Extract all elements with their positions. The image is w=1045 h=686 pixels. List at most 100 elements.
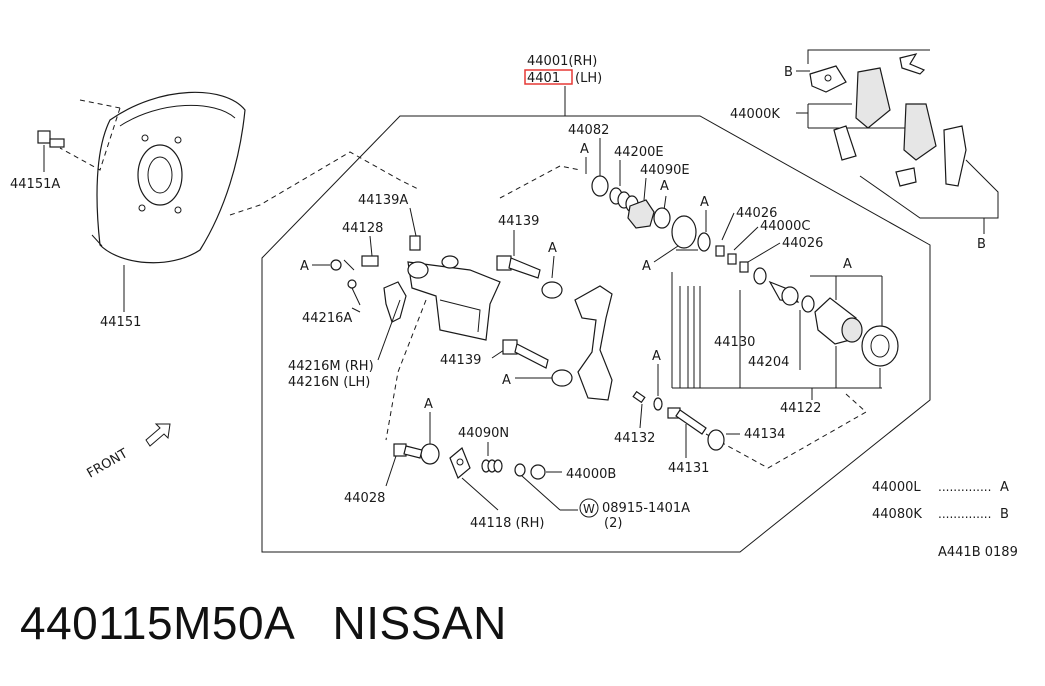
piston-44122 <box>814 297 863 345</box>
bracket-44122 <box>671 249 882 400</box>
washer-44026a <box>715 245 725 257</box>
marker-a-28: A <box>424 397 433 412</box>
marker-a-seal: A <box>642 259 651 274</box>
label-44216N: 44216N (LH) <box>288 375 370 390</box>
adjuster-44130 <box>768 280 800 306</box>
ring-132 <box>653 397 663 411</box>
label-44132: 44132 <box>614 431 655 446</box>
label-44090E: 44090E <box>640 163 690 178</box>
label-44200E: 44200E <box>614 145 664 160</box>
nut-44090E <box>627 199 655 229</box>
marker-b-bottom: B <box>977 237 986 252</box>
legend-dots-1: .............. <box>938 507 991 521</box>
ring-44082 <box>591 175 609 197</box>
label-44151: 44151 <box>100 315 141 330</box>
label-44216A: 44216A <box>302 311 352 326</box>
plate-dash-2 <box>229 151 421 216</box>
label-front: FRONT <box>85 446 131 481</box>
legend-code-0: 44000L <box>872 480 921 495</box>
boot-44122 <box>861 325 899 367</box>
label-44026-b: 44026 <box>782 236 823 251</box>
ring-90e <box>653 207 671 229</box>
legend-code-1: 44080K <box>872 507 922 522</box>
spring-44090N <box>481 459 503 473</box>
washer-44000C <box>727 253 737 265</box>
label-08915-qty: (2) <box>604 516 622 531</box>
label-44134: 44134 <box>744 427 785 442</box>
label-44204: 44204 <box>748 355 789 370</box>
label-44000C: 44000C <box>760 219 810 234</box>
label-44130: 44130 <box>714 335 755 350</box>
assembly-outline <box>261 115 931 553</box>
part-a-left <box>330 259 342 271</box>
bolt-44151A <box>37 130 65 148</box>
ring-26a <box>697 232 711 252</box>
pin-44132 <box>632 390 646 404</box>
marker-a-82: A <box>580 142 589 157</box>
seal-ring <box>671 215 697 249</box>
label-44216M: 44216M (RH) <box>288 359 374 374</box>
nut-44000B <box>530 464 546 480</box>
label-lh-suffix: (LH) <box>575 71 602 86</box>
marker-a-132: A <box>652 349 661 364</box>
legend-dots-0: .............. <box>938 480 991 494</box>
figure-id: A441B 0189 <box>938 545 1018 560</box>
cap-44128 <box>361 255 379 267</box>
spring-44200E <box>609 187 639 213</box>
w-marker-circle <box>579 498 599 518</box>
boot-44028 <box>420 443 440 465</box>
marker-a-left: A <box>300 259 309 274</box>
marker-a-26: A <box>700 195 709 210</box>
label-44028: 44028 <box>344 491 385 506</box>
boot-bot <box>551 369 573 387</box>
label-44090N: 44090N <box>458 426 509 441</box>
clip-pad <box>895 167 917 187</box>
label-44026-a: 44026 <box>736 206 777 221</box>
label-44139A: 44139A <box>358 193 408 208</box>
marker-a-pin-bot: A <box>502 373 511 388</box>
label-08915: 08915-1401A <box>602 501 690 516</box>
marker-a-pin-top: A <box>548 241 557 256</box>
label-44118: 44118 (RH) <box>470 516 544 531</box>
clip-44216 <box>383 281 407 323</box>
shim-right <box>943 125 967 187</box>
bleeder-44139A <box>409 235 421 251</box>
washer-44134 <box>707 429 725 451</box>
washer-44026b <box>739 261 749 273</box>
label-44000K: 44000K <box>730 107 780 122</box>
backing-plate <box>91 91 246 264</box>
pin-44139-top <box>496 255 541 279</box>
label-44000B: 44000B <box>566 467 616 482</box>
part-number-caption: 440115M50A NISSAN <box>20 597 507 649</box>
shim-b <box>809 65 847 93</box>
shim-pad <box>833 125 857 161</box>
label-44082: 44082 <box>568 123 609 138</box>
label-44131: 44131 <box>668 461 709 476</box>
legend-ref-1: B <box>1000 507 1009 522</box>
washer-w <box>514 463 526 477</box>
bolt-44028 <box>393 443 423 459</box>
bolt-44131 <box>667 407 707 435</box>
legend-ref-0: A <box>1000 480 1009 495</box>
label-44151A: 44151A <box>10 177 60 192</box>
plate-dash-1 <box>59 99 121 171</box>
torque-member <box>574 285 613 401</box>
ring-stack <box>753 267 767 285</box>
pin-44139-bot <box>502 339 549 369</box>
highlight-box <box>524 69 573 85</box>
boot-top <box>541 281 563 299</box>
marker-a-90e: A <box>660 179 669 194</box>
marker-a-piston: A <box>843 257 852 272</box>
seal-44204 <box>801 295 815 313</box>
shim-44118 <box>449 447 471 479</box>
marker-w: W <box>583 502 595 516</box>
label-44122: 44122 <box>780 401 821 416</box>
front-arrow <box>145 423 171 447</box>
label-44001-rh: 44001(RH) <box>527 54 597 69</box>
label-4401-lh: 4401 <box>527 71 560 86</box>
marker-b-top: B <box>784 65 793 80</box>
label-44139-bot: 44139 <box>440 353 481 368</box>
label-44139-top: 44139 <box>498 214 539 229</box>
label-44128: 44128 <box>342 221 383 236</box>
